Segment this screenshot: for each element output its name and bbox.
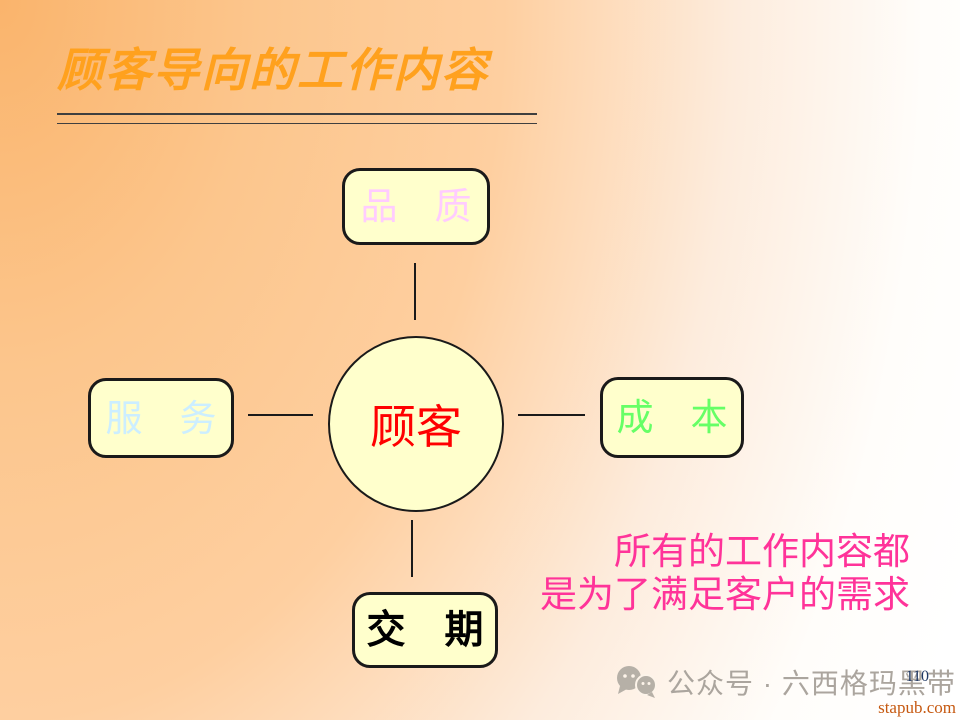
title-underline xyxy=(57,113,537,124)
node-quality-label: 品 质 xyxy=(360,185,472,228)
connector-top xyxy=(414,263,416,320)
site-link: stapub.com xyxy=(878,698,956,717)
connector-right xyxy=(518,414,585,416)
wechat-icon xyxy=(615,665,659,699)
center-customer-circle: 顾客 xyxy=(328,336,504,512)
page-number: 110 xyxy=(905,668,929,685)
center-customer-label: 顾客 xyxy=(370,400,462,454)
node-service: 服 务 xyxy=(88,378,234,458)
note-text: 所有的工作内容都 是为了满足客户的需求 xyxy=(540,530,910,616)
watermark-account-text: 公众号 · 六西格玛黑带 xyxy=(667,668,956,699)
connector-left xyxy=(248,414,313,416)
note-line-2: 是为了满足客户的需求 xyxy=(540,573,910,616)
node-delivery: 交 期 xyxy=(352,592,498,668)
slide-title: 顾客导向的工作内容 xyxy=(57,43,489,97)
node-cost-label: 成 本 xyxy=(616,396,728,439)
node-quality: 品 质 xyxy=(342,168,490,245)
connector-bottom xyxy=(411,520,413,577)
node-service-label: 服 务 xyxy=(105,396,217,440)
watermark: 公众号 · 六西格玛黑带 xyxy=(615,662,956,702)
node-cost: 成 本 xyxy=(600,377,744,458)
node-delivery-label: 交 期 xyxy=(366,606,484,653)
note-line-1: 所有的工作内容都 xyxy=(614,530,910,573)
